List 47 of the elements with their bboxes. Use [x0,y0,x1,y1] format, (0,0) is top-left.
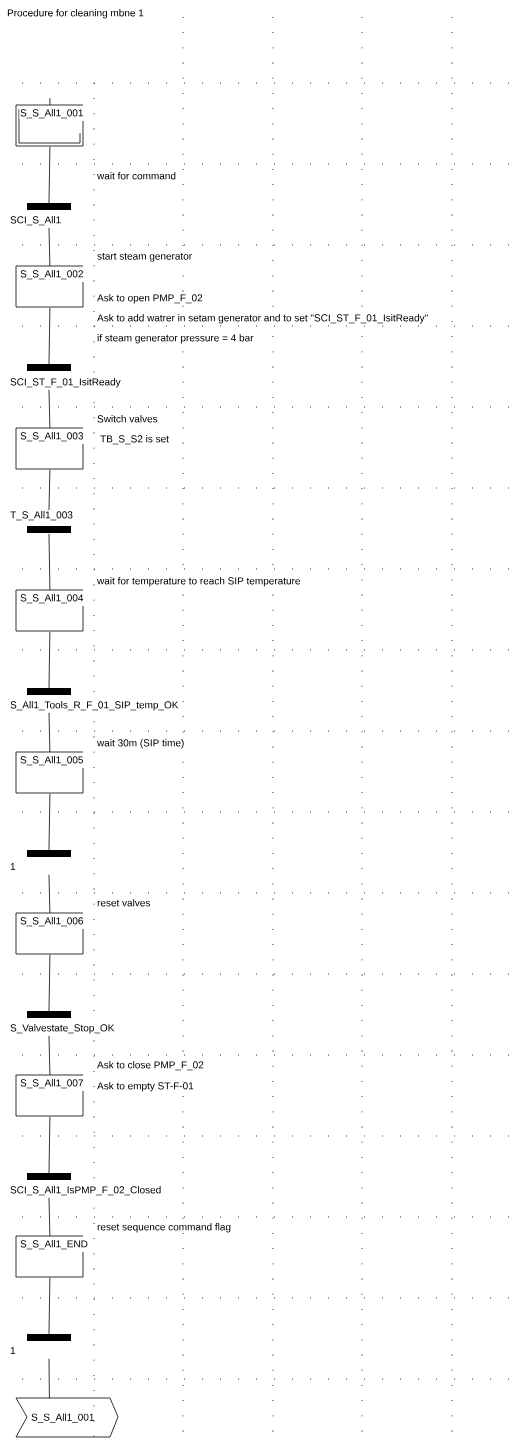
connector-line [49,97,51,106]
step-box: S_S_All1_002 [15,265,85,308]
connector-line [48,469,51,511]
step-box: S_S_All1_001 [15,104,85,147]
step-box: S_S_All1_005 [15,751,85,794]
connector-line [48,874,51,914]
connector-line [48,1358,50,1399]
step-box: S_S_All1_007 [15,1074,85,1117]
step-box: S_S_All1_006 [15,912,85,955]
connector-line [48,793,51,851]
connector-line [48,712,51,753]
connector-line [48,389,51,429]
action-comment: if steam generator pressure = 4 bar [96,333,255,345]
connector-line [48,533,51,591]
action-comment: reset valves [96,898,152,908]
action-comment: wait for temperature to reach SIP temperature [96,576,302,588]
action-comment: Switch valves [96,414,159,424]
connector-line [48,1277,51,1335]
transition-condition: T_S_All1_003 [9,510,74,521]
step-box: S_S_All1_END [15,1235,89,1278]
action-comment: Ask to empty ST-F-01 [96,1081,195,1093]
connector-line [48,146,51,204]
connector-line [48,954,51,1012]
step-box: S_S_All1_004 [15,589,85,632]
action-comment: Ask to close PMP_F_02 [96,1060,205,1071]
action-comment: wait 30m (SIP time) [96,738,185,750]
connector-line [48,227,51,267]
title: Procedure for cleaning mbne 1 [6,8,145,20]
transition-condition: 1 [9,862,17,871]
connector-line [48,1035,51,1076]
connector-line [48,631,51,689]
transition-condition: SCI_S_All1 [9,215,62,226]
transition-condition: S_All1_Tools_R_F_01_SIP_temp_OK [9,700,180,712]
action-comment: Ask to add watrer in setam generator and to set "SCI_ST_F_01_IsitReady" [96,313,429,325]
step-box: S_S_All1_003 [15,427,85,470]
connector-line [48,1197,51,1237]
transition-condition: SCI_S_All1_IsPMP_F_02_Closed [9,1185,162,1196]
action-comment: reset sequence command flag [96,1222,232,1234]
connector-line [48,307,51,365]
connector-line [48,1116,51,1174]
action-comment: TB_S_S2 is set [99,434,170,445]
action-comment: Ask to open PMP_F_02 [96,293,204,305]
transition-condition: SCI_ST_F_01_IsitReady [9,377,122,389]
transition-condition: S_Valvestate_Stop_OK [9,1023,116,1035]
action-comment: wait for command [96,171,177,181]
action-comment: start steam generator [96,252,193,263]
transition-condition: 1 [9,1346,17,1355]
